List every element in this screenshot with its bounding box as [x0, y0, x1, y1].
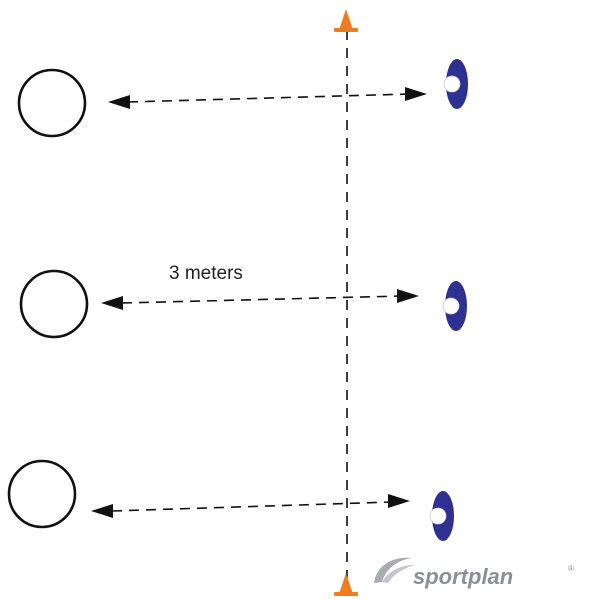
circle-marker [7, 459, 77, 529]
player-marker-icon [442, 281, 467, 331]
cone-icon [334, 9, 358, 32]
ball-icon [442, 297, 460, 315]
passing-arrow [127, 93, 411, 103]
ball-icon [429, 507, 447, 525]
sportplan-logo: sportplan ® [374, 557, 574, 589]
arrowhead-right-icon [405, 87, 427, 101]
logo-text: sportplan [413, 564, 513, 589]
ball-icon [443, 75, 461, 93]
logo-registered-mark: ® [568, 564, 574, 573]
drill-row-1 [17, 59, 468, 138]
passing-arrow [111, 501, 393, 512]
arrowhead-left-icon [91, 504, 113, 518]
player-marker-icon [443, 59, 468, 109]
arrowhead-left-icon [108, 95, 130, 109]
arrowhead-right-icon [388, 494, 410, 508]
drill-row-2: 3 meters [19, 263, 467, 339]
circle-marker [19, 269, 89, 339]
circle-marker [17, 68, 87, 138]
passing-arrow [121, 295, 403, 304]
cone-icon [334, 573, 358, 596]
arrowhead-left-icon [101, 296, 123, 310]
logo-swoosh-icon [374, 557, 412, 583]
drill-row-3 [7, 459, 454, 541]
player-marker-icon [429, 491, 454, 541]
distance-label: 3 meters [169, 263, 243, 284]
arrowhead-right-icon [397, 289, 419, 303]
